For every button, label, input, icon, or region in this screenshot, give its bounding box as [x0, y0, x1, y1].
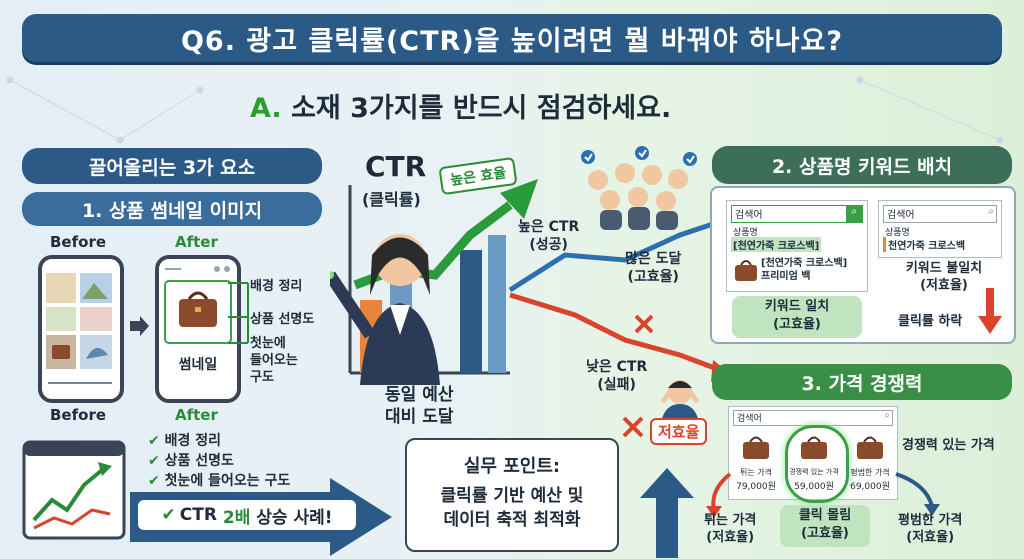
ctr-badge: ✔ CTR 2배 상승 사례!	[138, 500, 356, 530]
before-label: Before	[50, 233, 107, 251]
price-item-price: 59,000원	[794, 482, 834, 492]
bag-icon	[801, 436, 827, 459]
section3-title: 3. 가격 경쟁력	[712, 364, 1012, 400]
competitive-highlight	[785, 425, 849, 503]
price-item-name: 경쟁력 있는 가격	[789, 468, 839, 476]
keyword-mismatch-label: 키워드 불일치 (저효율)	[905, 261, 983, 293]
page-title: Q6. 광고 클릭률(CTR)을 높이려면 뭘 바꿔야 하나요?	[22, 14, 1002, 62]
ctr-title: CTR	[365, 150, 427, 183]
check-icon: ✔	[148, 433, 160, 449]
ctr-badge-highlight: 2배	[222, 507, 251, 528]
bad-keyword-name: 천연가죽 크로스백	[883, 237, 965, 252]
left-header: 끌어올리는 3가 요소	[22, 148, 322, 184]
search-card-good: 검색어 ⌕ 상품명 [천연가죽 크로스백] [천연가죽 크로스백] 프리미엄 백	[726, 200, 868, 292]
checklist-text: 첫눈에 들어오는 구도	[164, 473, 291, 489]
search-placeholder: 검색어	[735, 210, 763, 221]
ctr-badge-suffix: 상승 사례!	[256, 507, 333, 528]
good-result-title: [천연가죽 크로스백] 프리미엄 백	[761, 258, 848, 282]
presenter-figure-icon	[330, 234, 440, 385]
search-placeholder: 검색어	[737, 414, 762, 424]
search-placeholder: 검색어	[887, 210, 915, 221]
ctr-subtitle: (클릭률)	[362, 190, 421, 209]
thumbnail-label: 썸네일	[178, 357, 218, 373]
reach-many-label: 많은 도달 (고효율)	[625, 251, 682, 285]
stressed-person-icon	[660, 380, 700, 422]
check-icon: ✔	[148, 453, 160, 469]
after-bottom-label: After	[175, 406, 218, 424]
search-icon: ⌕	[846, 206, 862, 222]
click-drop-label: 클릭률 하락	[898, 314, 963, 329]
checklist-item: ✔ 배경 정리	[148, 430, 221, 450]
search-input[interactable]: 검색어 ⌕	[883, 205, 997, 223]
red-x-icon	[634, 314, 654, 334]
price-item-price: 79,000원	[736, 482, 776, 492]
bag-icon	[743, 436, 769, 459]
answer-text: 소재 3가지를 반드시 점검하세요.	[291, 93, 672, 124]
keyword-match-badge: 키워드 일치 (고효율)	[732, 296, 862, 338]
bag-icon	[857, 436, 883, 459]
callout-lines	[228, 282, 249, 344]
up-arrow-icon	[640, 468, 694, 558]
search-icon: ⌕	[988, 206, 994, 217]
answer-line: A. 소재 3가지를 반드시 점검하세요.	[250, 86, 850, 125]
search-input[interactable]: 검색어 ⌕	[731, 205, 863, 223]
phone-topbar-icon	[164, 266, 232, 344]
after-phone: 썸네일	[155, 255, 241, 403]
checklist-item: ✔ 상품 선명도	[148, 450, 234, 470]
search-card-bad: 검색어 ⌕ 상품명 천연가죽 크로스백	[878, 200, 1002, 258]
product-name-label: 상품명	[733, 228, 758, 238]
good-keyword-name: [천연가죽 크로스백]	[731, 237, 822, 252]
checklist-text: 상품 선명도	[164, 453, 234, 469]
price-curve-arrows	[706, 472, 940, 518]
click-focus-badge: 클릭 몰림 (고효율)	[780, 505, 870, 547]
checklist-item: ✔ 첫눈에 들어오는 구도	[148, 470, 290, 490]
before-phone	[38, 255, 124, 403]
before-bottom-label: Before	[50, 406, 107, 424]
checklist-text: 배경 정리	[164, 433, 222, 449]
price-search-card: 검색어 ⌕ 튀는 가격 79,000원 경쟁력 있는 가격 59,000원 평범…	[728, 406, 898, 503]
section2-title: 2. 상품명 키워드 배치	[712, 146, 1012, 184]
price-item-name: 튀는 가격	[740, 468, 772, 477]
growth-chart-monitor-icon	[22, 440, 126, 540]
down-arrow-icon	[978, 288, 1002, 334]
cluttered-thumbnail-icon	[46, 273, 112, 384]
outlier-price-label: 튀는 가격 (저효율)	[704, 513, 757, 545]
callout-clarity: 상품 선명도	[250, 312, 315, 327]
check-icon: ✔	[161, 505, 176, 525]
high-ctr-label: 높은 CTR (성공)	[518, 219, 580, 253]
search-icon: ⌕	[884, 410, 890, 421]
check-icon: ✔	[148, 473, 160, 489]
practice-body: 클릭률 기반 예산 및 데이터 축적 최적화	[440, 486, 584, 530]
practice-box: 실무 포인트: 클릭률 기반 예산 및 데이터 축적 최적화	[405, 438, 619, 552]
callout-bg: 배경 정리	[250, 279, 303, 294]
crowd-people-icon	[581, 146, 697, 230]
price-item-price: 69,000원	[850, 482, 890, 492]
red-x-icon	[622, 416, 644, 438]
product-name-label: 상품명	[885, 228, 910, 238]
right-arrow-icon	[130, 316, 149, 336]
same-budget-label: 동일 예산 대비 도달	[385, 385, 454, 427]
section1-title: 1. 상품 썸네일 이미지	[22, 192, 322, 226]
competitive-price-label: 경쟁력 있는 가격	[902, 438, 995, 453]
low-ctr-label: 낮은 CTR (실패)	[586, 359, 648, 393]
callout-composition: 첫눈에 들어오는 구도	[250, 336, 298, 385]
keyword-panel: 검색어 ⌕ 상품명 [천연가죽 크로스백] [천연가죽 크로스백] 프리미엄 백…	[710, 186, 1016, 344]
ctr-badge-prefix: CTR	[179, 505, 217, 525]
practice-title: 실무 포인트:	[463, 456, 561, 477]
price-item-name: 평범한 가격	[850, 468, 890, 477]
low-efficiency-badge: 저효율	[650, 418, 708, 445]
bag-icon	[735, 260, 757, 281]
answer-prefix: A.	[250, 93, 282, 124]
normal-price-label: 평범한 가격 (저효율)	[898, 513, 963, 545]
after-label: After	[175, 233, 218, 251]
search-input[interactable]: 검색어 ⌕	[733, 410, 893, 426]
